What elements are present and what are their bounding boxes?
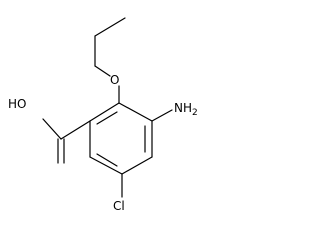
ring-double-bond-inner-2 <box>96 153 118 167</box>
amine-label-subscript: 2 <box>192 108 198 118</box>
ring-bond-c2-c3 <box>118 102 153 122</box>
ring-bond-c4-c5 <box>121 156 153 175</box>
ether-oxygen-label: O <box>110 73 119 87</box>
chemical-structure-diagram: O HO NH2 Cl <box>8 17 198 213</box>
ring-double-bond-inner-3 <box>96 111 118 125</box>
ring-bond-c5-c6 <box>89 156 123 175</box>
chlorine-label: Cl <box>113 199 125 213</box>
bond-ethyl-terminal <box>94 17 126 37</box>
hydroxyl-label: HO <box>8 97 26 111</box>
bond-ring-to-amine <box>151 109 173 122</box>
bond-ether-o-to-ch2 <box>94 65 111 77</box>
amine-label: NH2 <box>174 101 198 118</box>
amine-label-main: NH <box>174 101 192 115</box>
bond-ring-to-carboxyl <box>60 120 91 140</box>
ring-bond-c1-c2 <box>89 102 120 122</box>
bond-carboxyl-to-oh <box>42 118 62 140</box>
